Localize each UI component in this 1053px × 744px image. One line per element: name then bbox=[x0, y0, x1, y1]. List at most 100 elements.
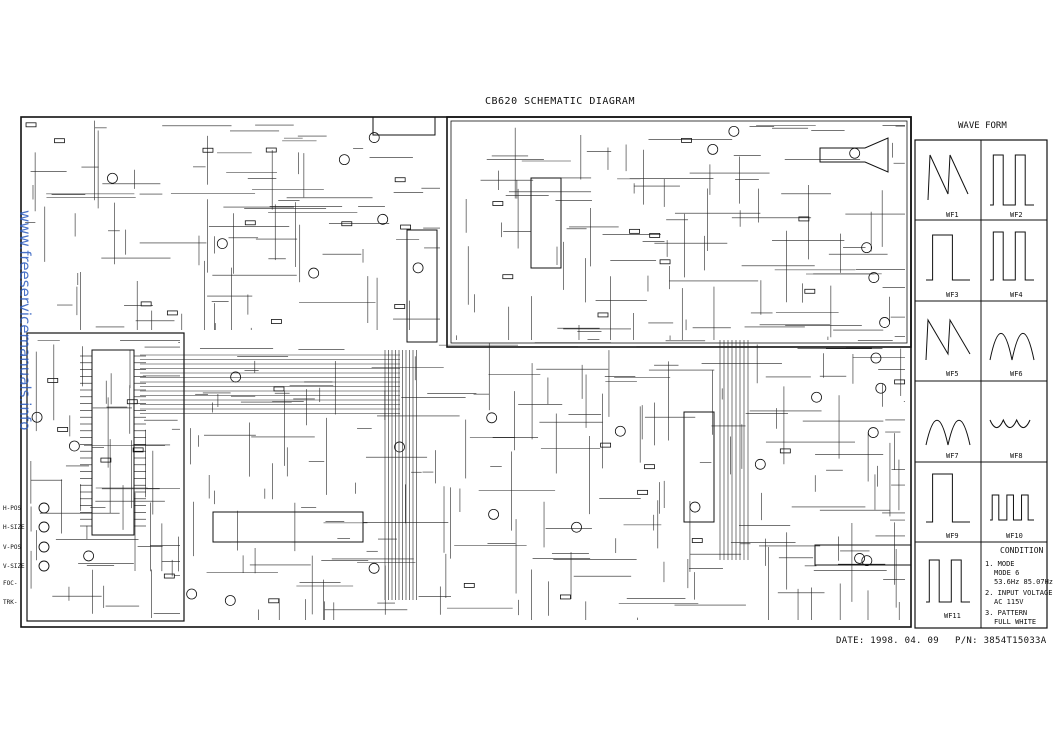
waveform-4-trace bbox=[990, 231, 1034, 281]
transistor-symbol bbox=[854, 553, 865, 564]
waveform-3-trace bbox=[926, 234, 970, 281]
left-connector bbox=[406, 229, 438, 343]
resistor-symbol bbox=[47, 378, 59, 383]
waveform-2-trace bbox=[990, 154, 1034, 206]
condition-heading: CONDITION bbox=[1000, 546, 1044, 555]
condition-line-1: 1. MODE bbox=[985, 560, 1015, 568]
condition-line-5: AC 115V bbox=[994, 598, 1024, 606]
resistor-symbol bbox=[166, 310, 178, 316]
wf-label-8: WF8 bbox=[1010, 452, 1023, 460]
wf-label-3: WF3 bbox=[946, 291, 959, 299]
resistor-symbol bbox=[681, 137, 692, 143]
condition-line-3: 53.6Hz 85.07Hz bbox=[994, 578, 1053, 586]
input-label-v-pos: V-POS bbox=[3, 544, 22, 551]
watermark-url: www.freeservicemanuals.info bbox=[16, 210, 34, 431]
resistor-symbol bbox=[54, 138, 65, 144]
transistor-symbol bbox=[571, 521, 582, 533]
diagram-title: CB620 SCHEMATIC DIAGRAM bbox=[485, 96, 635, 107]
components bbox=[25, 122, 906, 606]
resistor-symbol bbox=[659, 259, 671, 265]
transistor-symbol bbox=[68, 440, 80, 452]
potentiometer-symbol bbox=[38, 541, 50, 553]
flyback-transformer bbox=[683, 411, 715, 523]
wf-label-10: WF10 bbox=[1006, 532, 1023, 540]
potentiometer-symbol bbox=[38, 521, 50, 533]
waveform-7-trace bbox=[925, 420, 971, 446]
resistor-symbol bbox=[341, 221, 353, 227]
deflection-ic bbox=[530, 177, 562, 269]
resistor-symbol bbox=[691, 538, 703, 543]
resistor-symbol bbox=[126, 399, 138, 405]
resistor-symbol bbox=[140, 301, 152, 307]
wf-label-9: WF9 bbox=[946, 532, 959, 540]
resistor-symbol bbox=[629, 228, 640, 234]
transistor-symbol bbox=[338, 154, 350, 166]
input-label-h-pos: H-POS bbox=[3, 505, 22, 512]
condition-line-6: 3. PATTERN bbox=[985, 609, 1028, 617]
potentiometer-symbol bbox=[38, 560, 50, 572]
condition-line-4: 2. INPUT VOLTAGE bbox=[985, 589, 1053, 597]
wf-label-7: WF7 bbox=[946, 452, 959, 460]
waveform-6-trace bbox=[989, 333, 1035, 361]
resistor-symbol bbox=[779, 448, 791, 454]
wf-label-11: WF11 bbox=[944, 612, 961, 620]
transistor-symbol bbox=[849, 147, 861, 159]
resistor-symbol bbox=[202, 147, 214, 153]
transistor-symbol bbox=[488, 508, 500, 520]
transistor-symbol bbox=[614, 425, 626, 437]
resistor-symbol bbox=[268, 598, 280, 604]
resistor-symbol bbox=[560, 594, 571, 600]
transistor-symbol bbox=[486, 412, 498, 424]
wiring bbox=[25, 120, 905, 620]
resistor-symbol bbox=[597, 312, 609, 318]
footer-part-number: P/N: 3854T15033A bbox=[955, 636, 1047, 646]
transistor-symbol bbox=[186, 588, 198, 600]
resistor-symbol bbox=[502, 274, 514, 280]
transistor-symbol bbox=[394, 441, 405, 453]
waveform-grid bbox=[915, 140, 1047, 628]
transistor-symbol bbox=[308, 267, 320, 279]
potentiometer-symbol bbox=[38, 502, 50, 514]
resistor-symbol bbox=[394, 177, 406, 183]
bottom-right-connector bbox=[814, 544, 912, 566]
wf-label-4: WF4 bbox=[1010, 291, 1023, 299]
crt-board-block bbox=[450, 120, 908, 344]
resistor-symbol bbox=[600, 442, 612, 448]
wf-label-2: WF2 bbox=[1010, 211, 1023, 219]
wf-label-1: WF1 bbox=[946, 211, 959, 219]
waveform-title: WAVE FORM bbox=[958, 121, 1007, 131]
waveform-10-trace bbox=[990, 494, 1034, 521]
input-label-v-size: V-SIZE bbox=[3, 563, 25, 570]
transistor-symbol bbox=[368, 562, 380, 574]
resistor-symbol bbox=[271, 319, 282, 324]
transistor-symbol bbox=[224, 595, 236, 606]
resistor-symbol bbox=[132, 447, 144, 453]
transistor-symbol bbox=[728, 125, 740, 137]
resistor-symbol bbox=[163, 573, 175, 579]
transistor-symbol bbox=[368, 132, 380, 143]
waveform-9-trace bbox=[926, 473, 970, 523]
resistor-symbol bbox=[100, 457, 112, 463]
transistor-symbol bbox=[377, 213, 389, 225]
transistor-symbol bbox=[861, 242, 873, 254]
condition-line-7: FULL WHITE bbox=[994, 618, 1037, 626]
wf-label-6: WF6 bbox=[1010, 370, 1023, 378]
transistor-symbol bbox=[867, 427, 879, 438]
resistor-symbol bbox=[894, 379, 906, 385]
input-label-h-size: H-SIZE bbox=[3, 524, 25, 531]
mcu-block bbox=[26, 332, 185, 622]
condition-line-2: MODE 6 bbox=[994, 569, 1020, 577]
waveform-8-trace bbox=[989, 418, 1031, 429]
transistor-symbol bbox=[412, 262, 424, 274]
resistor-symbol bbox=[273, 386, 285, 392]
waveform-5-trace bbox=[925, 318, 971, 361]
crt-neck bbox=[819, 137, 889, 173]
wf-label-5: WF5 bbox=[946, 370, 959, 378]
resistor-symbol bbox=[265, 147, 277, 153]
deflection-block bbox=[446, 116, 912, 348]
resistor-symbol bbox=[798, 216, 810, 222]
resistor-symbol bbox=[25, 122, 37, 128]
transistor-symbol bbox=[230, 371, 242, 383]
resistor-symbol bbox=[492, 201, 504, 206]
